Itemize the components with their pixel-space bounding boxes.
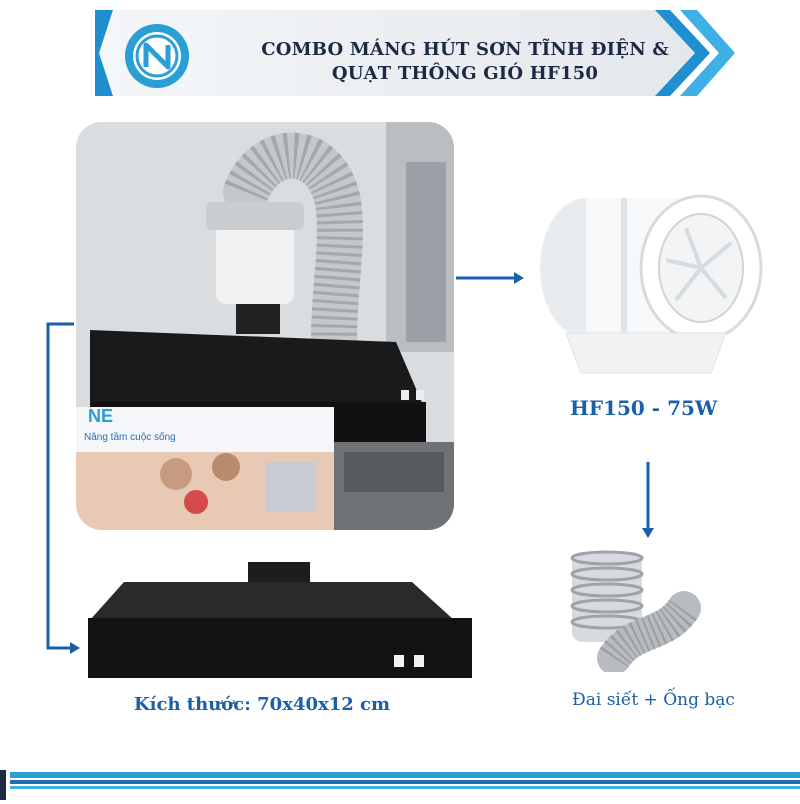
title-line-2: QUẠT THÔNG GIÓ HF150: [331, 63, 599, 84]
poster-slogan: Nâng tầm cuộc sống: [84, 431, 176, 443]
photo-to-hood-arrow: [46, 322, 74, 650]
footer-stripes: [0, 770, 800, 800]
title-line-1: COMBO MÁNG HÚT SƠN TĨNH ĐIỆN &: [261, 39, 669, 60]
brand-logo: [124, 23, 190, 89]
header-banner: COMBO MÁNG HÚT SƠN TĨNH ĐIỆN & QUẠT THÔN…: [95, 8, 735, 98]
page-title: COMBO MÁNG HÚT SƠN TĨNH ĐIỆN & QUẠT THÔN…: [235, 38, 695, 86]
fan-product-image: [526, 188, 774, 378]
duct-clamp-image: [564, 548, 704, 675]
hood-product-image: [82, 560, 482, 684]
fan-model-label: HF150 - 75W: [570, 396, 718, 420]
installation-photo: NE Nâng tầm cuộc sống: [76, 122, 454, 530]
hood-size-label: Kích thước: 70x40x12 cm: [134, 694, 391, 715]
ducts-label: Đai siết + Ống bạc: [572, 690, 735, 710]
poster-brand: NE: [88, 406, 113, 426]
